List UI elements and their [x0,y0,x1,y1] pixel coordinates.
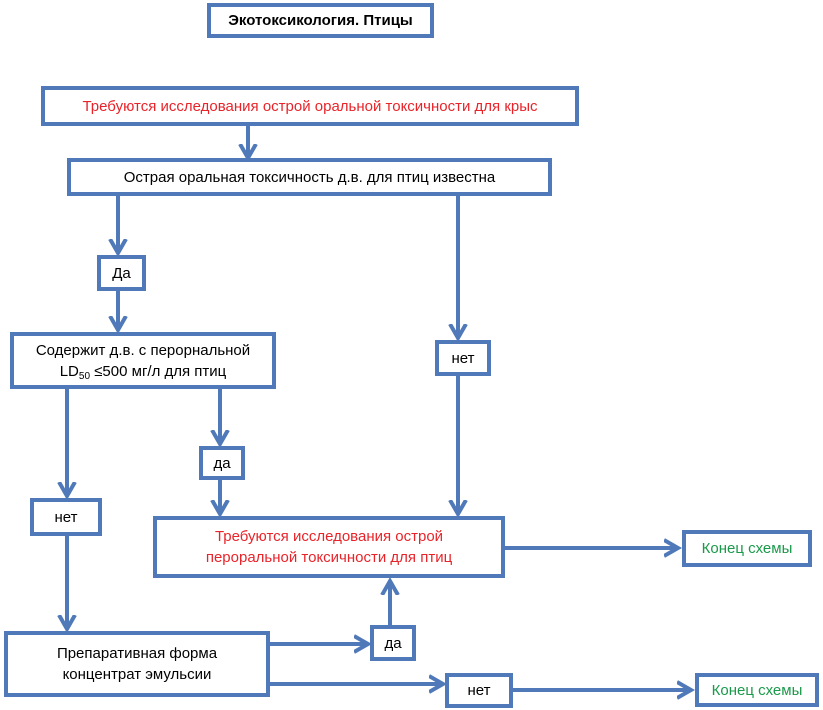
yes-label-3: да [370,625,416,661]
diagram-title: Экотоксикология. Птицы [207,3,434,38]
formulation-box: Препаративная форма концентрат эмульсии [4,631,270,697]
yes-label-1: Да [97,255,146,291]
bird-study-box: Требуются исследования острой перорально… [153,516,505,578]
yes-label-3-text: да [384,634,402,652]
formulation-text: Препаративная форма концентрат эмульсии [57,643,217,685]
no-label-2: нет [30,498,102,536]
ld50-condition-box: Содержит д.в. с перорнальной LD50 ≤500 м… [10,332,276,389]
bird-toxicity-known-text: Острая оральная токсичность д.в. для пти… [123,168,496,186]
bird-study-text: Требуются исследования острой перорально… [206,526,452,568]
bird-study-line-2: пероральной токсичности для птиц [205,549,453,566]
no-label-1: нет [435,340,491,376]
diagram-title-text: Экотоксикология. Птицы [228,12,413,29]
ld-abbrev: LD [59,362,79,380]
ld50-line-1: Содержит д.в. с перорнальной [35,341,251,359]
end-box-2: Конец схемы [695,673,819,707]
yes-label-2: да [199,446,245,480]
bird-toxicity-known-box: Острая оральная токсичность д.в. для пти… [67,158,552,196]
formulation-line-2: концентрат эмульсии [62,666,212,683]
end-box-1: Конец схемы [682,530,812,567]
yes-label-2-text: да [213,454,231,472]
bird-study-line-1: Требуются исследования острой [214,528,444,545]
yes-label-1-text: Да [112,264,131,282]
formulation-line-1: Препаративная форма [56,645,218,662]
no-label-3: нет [445,673,513,708]
end-box-1-text: Конец схемы [701,540,793,557]
no-label-1-text: нет [451,349,475,367]
ld50-line-2: LD50 ≤500 мг/л для птиц [36,361,250,382]
ld50-line-2-rest: ≤500 мг/л для птиц [90,362,227,380]
rat-study-box: Требуются исследования острой оральной т… [41,86,579,126]
no-label-3-text: нет [467,682,491,699]
ld50-condition-text: Содержит д.в. с перорнальной LD50 ≤500 м… [36,340,250,382]
ld-subscript: 50 [78,370,91,382]
end-box-2-text: Конец схемы [711,681,803,699]
rat-study-text: Требуются исследования острой оральной т… [82,97,538,115]
no-label-2-text: нет [54,508,78,526]
